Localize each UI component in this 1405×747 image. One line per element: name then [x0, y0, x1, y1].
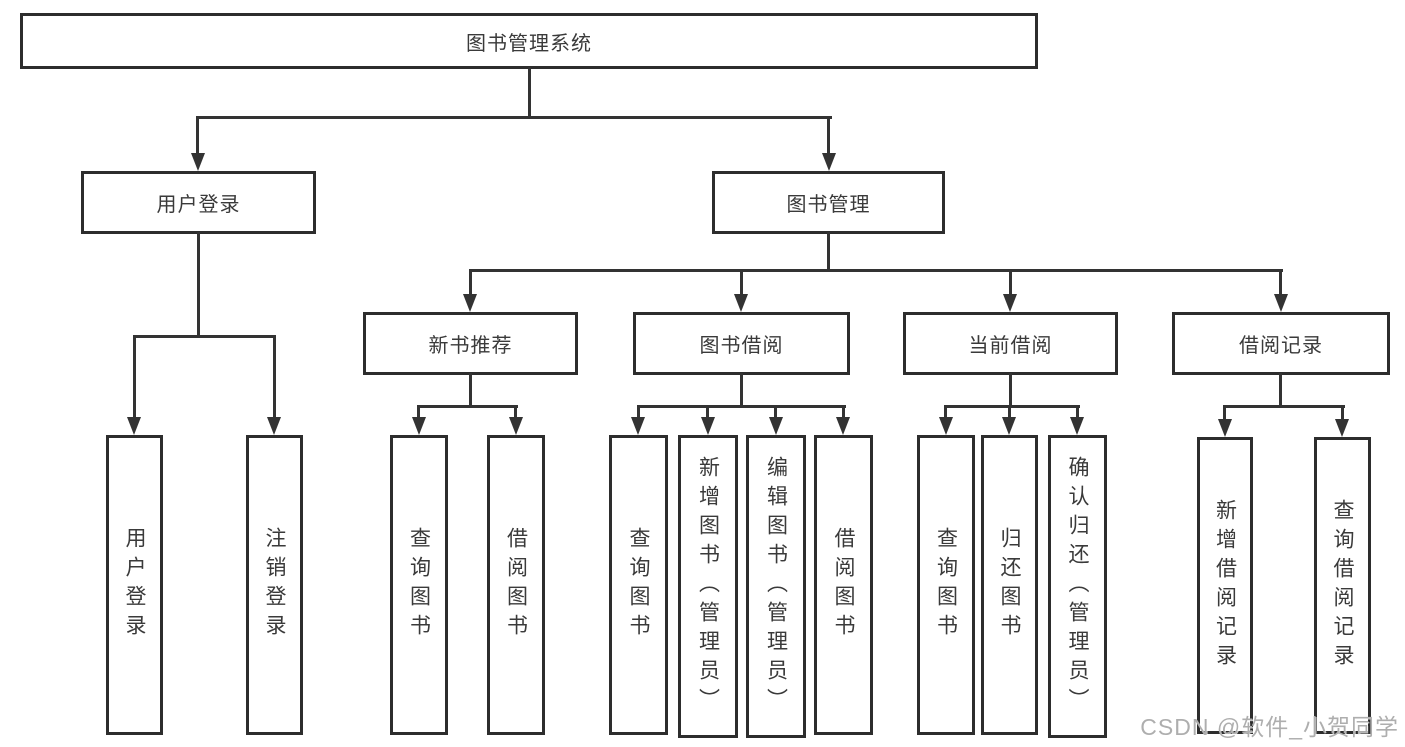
arrow-down-icon [1218, 419, 1232, 437]
arrow-down-icon [267, 417, 281, 435]
leaf-borrow-books: 借阅图书 [814, 435, 873, 735]
connector-line [196, 116, 832, 119]
leaf-add-books-admin: 新增图书（管理员） [678, 435, 738, 738]
leaf-query-books-current-label: 查询图书 [934, 527, 958, 643]
connector-line [133, 335, 136, 419]
node-user-login: 用户登录 [81, 171, 316, 234]
node-current-borrow-label: 当前借阅 [968, 335, 1053, 357]
leaf-add-borrow-record: 新增借阅记录 [1197, 437, 1253, 734]
connector-line [273, 335, 276, 419]
node-root: 图书管理系统 [20, 13, 1038, 69]
node-book-borrow-label: 图书借阅 [699, 335, 784, 357]
connector-line [1223, 405, 1345, 408]
node-borrow-records: 借阅记录 [1172, 312, 1390, 375]
leaf-logout-label: 注销登录 [263, 527, 286, 643]
leaf-confirm-return-admin: 确认归还（管理员） [1048, 435, 1107, 738]
arrow-down-icon [1003, 294, 1017, 312]
node-new-book-recommend-label: 新书推荐 [428, 335, 513, 357]
csdn-watermark: CSDN @软件_小贺同学 [1140, 714, 1399, 740]
node-book-borrow: 图书借阅 [633, 312, 850, 375]
connector-line [1279, 373, 1282, 408]
connector-line [774, 405, 777, 419]
node-current-borrow: 当前借阅 [903, 312, 1118, 375]
leaf-query-books-recommend: 查询图书 [390, 435, 448, 735]
node-root-label: 图书管理系统 [466, 32, 592, 55]
arrow-down-icon [509, 417, 523, 435]
connector-line [469, 373, 472, 408]
leaf-add-books-admin-label: 新增图书（管理员） [696, 456, 720, 717]
connector-line [637, 405, 846, 408]
connector-line [637, 405, 640, 419]
arrow-down-icon [127, 417, 141, 435]
leaf-query-borrow-record-label: 查询借阅记录 [1331, 498, 1354, 673]
leaf-edit-books-admin: 编辑图书（管理员） [746, 435, 806, 738]
arrow-down-icon [822, 153, 836, 171]
connector-line [417, 405, 420, 419]
arrow-down-icon [939, 417, 953, 435]
leaf-user-login-label: 用户登录 [123, 527, 146, 643]
node-new-book-recommend: 新书推荐 [363, 312, 578, 375]
connector-line [706, 405, 709, 419]
leaf-edit-books-admin-label: 编辑图书（管理员） [764, 456, 788, 717]
connector-line [133, 335, 276, 338]
connector-line [469, 269, 472, 296]
leaf-query-borrow-record: 查询借阅记录 [1314, 437, 1371, 734]
connector-line [827, 116, 830, 156]
leaf-logout: 注销登录 [246, 435, 303, 735]
connector-line [1341, 405, 1344, 421]
node-book-management-label: 图书管理 [786, 194, 871, 216]
arrow-down-icon [1070, 417, 1084, 435]
arrow-down-icon [631, 417, 645, 435]
arrow-down-icon [1274, 294, 1288, 312]
connector-line [196, 116, 199, 156]
leaf-return-books: 归还图书 [981, 435, 1038, 735]
connector-line [1009, 373, 1012, 408]
leaf-return-books-label: 归还图书 [998, 527, 1021, 643]
connector-line [842, 405, 845, 419]
leaf-confirm-return-admin-label: 确认归还（管理员） [1066, 456, 1089, 717]
arrow-down-icon [836, 417, 850, 435]
leaf-user-login: 用户登录 [106, 435, 163, 735]
arrow-down-icon [701, 417, 715, 435]
arrow-down-icon [769, 417, 783, 435]
leaf-borrow-books-recommend-label: 借阅图书 [504, 527, 528, 643]
connector-line [1008, 405, 1011, 419]
connector-line [514, 405, 517, 419]
connector-line [944, 405, 1080, 408]
arrow-down-icon [1002, 417, 1016, 435]
connector-line [528, 67, 531, 119]
arrow-down-icon [734, 294, 748, 312]
connector-line [740, 373, 743, 408]
connector-line [827, 232, 830, 272]
leaf-borrow-books-recommend: 借阅图书 [487, 435, 545, 735]
connector-line [197, 232, 200, 338]
connector-line [1076, 405, 1079, 419]
connector-line [469, 269, 1283, 272]
connector-line [740, 269, 743, 296]
leaf-borrow-books-label: 借阅图书 [832, 527, 855, 643]
arrow-down-icon [1335, 419, 1349, 437]
leaf-query-books-current: 查询图书 [917, 435, 975, 735]
node-borrow-records-label: 借阅记录 [1239, 335, 1323, 357]
leaf-query-books-recommend-label: 查询图书 [407, 527, 431, 643]
connector-line [1009, 269, 1012, 296]
node-book-management: 图书管理 [712, 171, 945, 234]
arrow-down-icon [463, 294, 477, 312]
leaf-query-books-borrow-label: 查询图书 [627, 527, 650, 643]
connector-line [417, 405, 518, 408]
arrow-down-icon [412, 417, 426, 435]
connector-line [944, 405, 947, 419]
leaf-query-books-borrow: 查询图书 [609, 435, 668, 735]
connector-line [1279, 269, 1282, 296]
connector-line [1223, 405, 1226, 421]
leaf-add-borrow-record-label: 新增借阅记录 [1213, 498, 1237, 673]
arrow-down-icon [191, 153, 205, 171]
node-user-login-label: 用户登录 [156, 194, 241, 216]
